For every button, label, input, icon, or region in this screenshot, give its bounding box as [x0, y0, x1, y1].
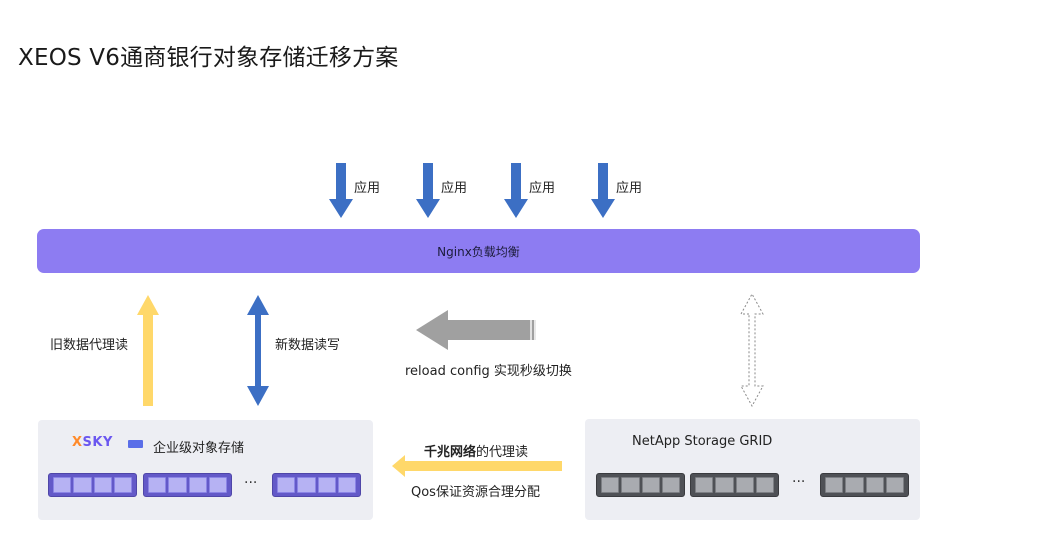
- down-arrow-icon: [329, 163, 353, 218]
- app-4: 应用: [591, 163, 671, 219]
- app-3: 应用: [504, 163, 584, 219]
- down-arrow-icon: [416, 163, 440, 218]
- app-label: 应用: [354, 181, 381, 196]
- xsky-title: 企业级对象存储: [153, 441, 245, 456]
- xsky-server-1: [48, 473, 137, 497]
- xsky-logo: XSKY: [72, 435, 113, 450]
- page-title: XEOS V6通商银行对象存储迁移方案: [18, 45, 399, 71]
- double-arrow-icon: [247, 295, 269, 406]
- down-arrow-icon: [591, 163, 615, 218]
- reload-config-label: reload config 实现秒级切换: [405, 364, 572, 379]
- app-label: 应用: [441, 181, 468, 196]
- nginx-load-balancer: Nginx负载均衡: [37, 229, 920, 273]
- xsky-storage-panel: [38, 420, 373, 520]
- netapp-server-1: [596, 473, 685, 497]
- left-arrow-icon: [416, 310, 536, 350]
- xsky-server-2: [143, 473, 232, 497]
- netapp-storage-panel: [585, 419, 920, 520]
- app-2: 应用: [416, 163, 496, 219]
- down-arrow-icon: [504, 163, 528, 218]
- proxy-read-rest: 的代理读: [476, 445, 529, 460]
- qos-label: Qos保证资源合理分配: [411, 485, 540, 500]
- xsky-more-ellipsis: ···: [244, 475, 258, 491]
- xsky-server-3: [272, 473, 361, 497]
- old-data-proxy-label: 旧数据代理读: [50, 338, 129, 353]
- new-data-rw-label: 新数据读写: [275, 338, 341, 353]
- netapp-server-3: [820, 473, 909, 497]
- up-arrow-icon: [137, 295, 159, 406]
- netapp-server-2: [690, 473, 779, 497]
- left-arrow-icon: [392, 455, 562, 477]
- proxy-read-label: 千兆网络的代理读: [424, 441, 528, 460]
- netapp-more-ellipsis: ···: [792, 474, 806, 490]
- xsky-logo-tag: [128, 440, 143, 448]
- nginx-label: Nginx负载均衡: [437, 244, 520, 259]
- proxy-read-bold: 千兆网络: [424, 445, 477, 460]
- app-label: 应用: [616, 181, 643, 196]
- dashed-double-arrow-icon: [740, 292, 764, 408]
- netapp-title: NetApp Storage GRID: [632, 434, 773, 449]
- app-label: 应用: [529, 181, 556, 196]
- app-1: 应用: [329, 163, 409, 219]
